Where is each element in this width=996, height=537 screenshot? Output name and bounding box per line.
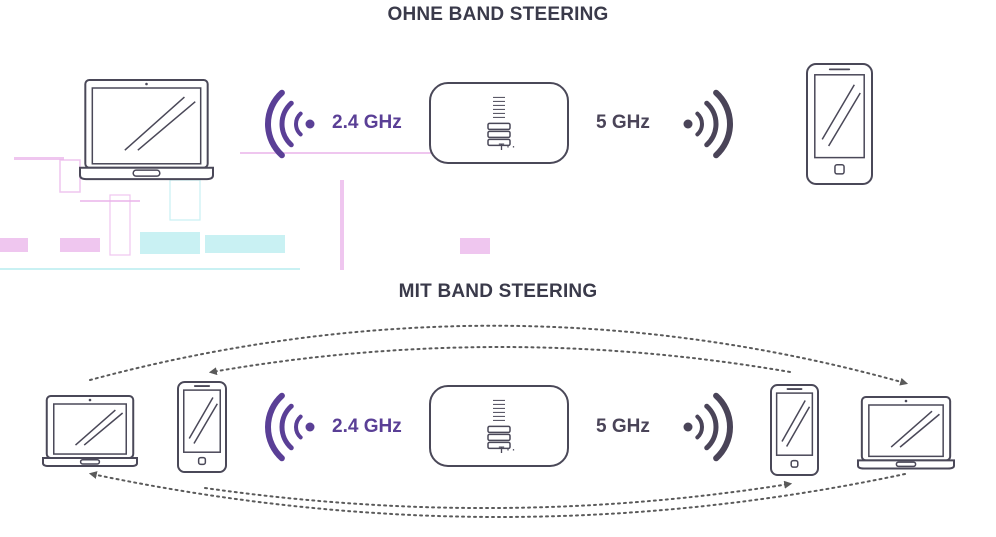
render-artifacts — [0, 152, 490, 270]
screen-glare-line — [137, 101, 196, 151]
wave-arc — [294, 414, 303, 440]
label-2-4ghz-bottom: 2.4 GHz — [332, 416, 402, 437]
phone-body — [806, 63, 873, 185]
laptop-icon — [79, 79, 214, 181]
laptop-camera — [88, 398, 92, 402]
phone-body — [177, 381, 227, 473]
label-5ghz-top: 5 GHz — [596, 112, 650, 133]
wave-arc — [294, 111, 303, 137]
screen-glare-line — [890, 410, 933, 448]
wifi-waves-icon — [683, 392, 733, 462]
screen-glare-line — [124, 96, 185, 151]
label-2-4ghz-top: 2.4 GHz — [332, 112, 402, 133]
wave-arc — [713, 392, 733, 462]
laptop-icon — [857, 396, 955, 470]
router-led-bar — [487, 433, 511, 442]
router-icon: T · · — [429, 82, 569, 164]
laptop-icon — [42, 395, 138, 468]
laptop-camera — [904, 399, 908, 403]
render-artifact — [205, 235, 285, 253]
wave-dot — [305, 119, 315, 129]
router-led-bar — [487, 122, 511, 131]
title-mit-band-steering: MIT BAND STEERING — [398, 281, 598, 302]
laptop-touchpad — [132, 169, 161, 177]
title-ohne-band-steering: OHNE BAND STEERING — [387, 4, 609, 25]
render-artifact — [0, 268, 300, 270]
router-brand-mark: T · · — [499, 142, 516, 152]
wave-arc — [704, 100, 719, 148]
devices: T · · T · · — [42, 63, 955, 476]
wave-arc — [695, 414, 704, 440]
wifi-waves-icon — [683, 89, 733, 159]
dotted-arrow — [88, 471, 906, 518]
dotted-arrow — [208, 346, 791, 376]
wave-arc — [695, 111, 704, 137]
screen-glare-line — [781, 400, 806, 442]
wave-dot — [683, 422, 693, 432]
render-artifact — [240, 152, 490, 154]
screen-glare-line — [827, 92, 861, 147]
screen-glare-line — [75, 409, 116, 446]
router-led-bar — [487, 441, 511, 450]
wifi-waves — [265, 89, 733, 462]
wave-dot — [305, 422, 315, 432]
smartphone-icon — [806, 63, 873, 185]
router-brand-mark: T · · — [499, 445, 516, 455]
render-artifact — [0, 238, 28, 252]
smartphone-icon — [177, 381, 227, 473]
laptop-touchpad — [895, 461, 917, 468]
phone-screen — [775, 392, 814, 456]
wifi-waves-icon — [265, 392, 315, 462]
phone-home-button — [197, 456, 207, 466]
wave-arc — [713, 89, 733, 159]
screen-glare-line — [193, 403, 218, 444]
dotted-arrow — [204, 480, 793, 510]
wifi-waves-icon — [265, 89, 315, 159]
dotted-arrow — [89, 324, 909, 386]
router-icon: T · · — [429, 385, 569, 467]
render-artifact — [460, 238, 490, 254]
phone-home-button — [834, 164, 845, 175]
router-led-bar — [487, 138, 511, 147]
router-led-bar — [487, 425, 511, 434]
screen-glare-line — [188, 397, 214, 439]
wave-arc — [279, 403, 294, 451]
phone-home-button — [790, 459, 799, 468]
phone-screen — [814, 74, 865, 159]
screen-glare-line — [821, 84, 855, 140]
laptop-camera — [145, 82, 148, 86]
wave-arc — [279, 100, 294, 148]
render-artifact — [80, 200, 140, 202]
steering-arrows — [88, 324, 909, 518]
phone-screen — [183, 389, 221, 453]
laptop-screen — [53, 403, 127, 455]
laptop-lid — [860, 396, 952, 462]
render-artifact — [169, 179, 201, 221]
router-led-bar — [487, 130, 511, 139]
laptop-screen — [91, 87, 202, 165]
label-5ghz-bottom: 5 GHz — [596, 416, 650, 437]
render-artifact — [60, 238, 100, 252]
laptop-lid — [84, 79, 209, 169]
phone-body — [770, 384, 819, 476]
laptop-touchpad — [79, 458, 101, 465]
render-artifact — [59, 159, 81, 193]
render-artifact — [109, 194, 131, 256]
render-artifact — [340, 180, 344, 270]
laptop-lid — [45, 395, 135, 460]
screen-glare-line — [83, 412, 124, 446]
screen-glare-line — [785, 406, 811, 447]
wave-arc — [265, 89, 285, 159]
render-artifact — [140, 232, 200, 254]
wave-arc — [265, 392, 285, 462]
smartphone-icon — [770, 384, 819, 476]
render-artifact — [14, 157, 64, 160]
screen-glare-line — [899, 413, 940, 448]
wave-arc — [704, 403, 719, 451]
laptop-screen — [868, 404, 944, 458]
wave-dot — [683, 119, 693, 129]
